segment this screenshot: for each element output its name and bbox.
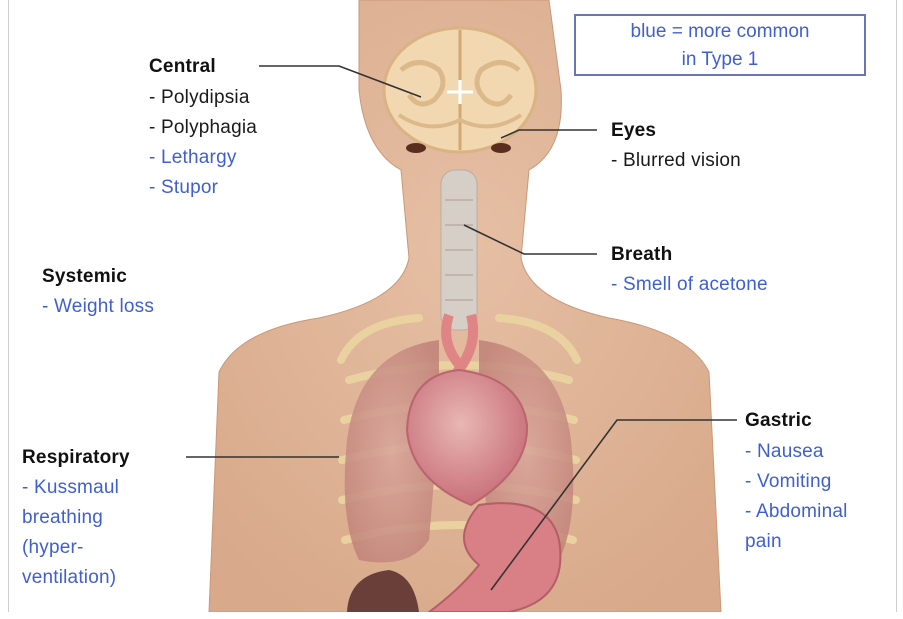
legend-line-1: blue = more common <box>576 18 864 46</box>
respiratory-title: Respiratory <box>22 443 130 472</box>
respiratory-item-line-1: - Kussmaul <box>22 473 119 502</box>
central-title: Central <box>149 52 216 81</box>
gastric-item-abdominal: - Abdominal <box>745 497 848 526</box>
eyes-item-blurred-vision: - Blurred vision <box>611 146 741 175</box>
central-item-polydipsia: - Polydipsia <box>149 83 250 112</box>
breath-title: Breath <box>611 240 672 269</box>
legend-line-2: in Type 1 <box>576 46 864 74</box>
gastric-item-nausea: - Nausea <box>745 437 824 466</box>
legend-box: blue = more common in Type 1 <box>574 14 866 76</box>
central-item-polyphagia: - Polyphagia <box>149 113 257 142</box>
breath-item-acetone: - Smell of acetone <box>611 270 768 299</box>
respiratory-item-line-3: (hyper- <box>22 533 84 562</box>
diagram-frame: blue = more common in Type 1 Central - P… <box>8 0 897 612</box>
eyes-title: Eyes <box>611 116 656 145</box>
respiratory-item-line-2: breathing <box>22 503 103 532</box>
respiratory-item-line-4: ventilation) <box>22 563 116 592</box>
gastric-item-vomiting: - Vomiting <box>745 467 831 496</box>
systemic-item-weight-loss: - Weight loss <box>42 292 154 321</box>
central-item-stupor: - Stupor <box>149 173 218 202</box>
right-eye <box>491 143 511 153</box>
left-eye <box>406 143 426 153</box>
systemic-title: Systemic <box>42 262 127 291</box>
gastric-title: Gastric <box>745 406 812 435</box>
gastric-item-pain: pain <box>745 527 782 556</box>
trachea <box>441 170 477 330</box>
central-item-lethargy: - Lethargy <box>149 143 237 172</box>
